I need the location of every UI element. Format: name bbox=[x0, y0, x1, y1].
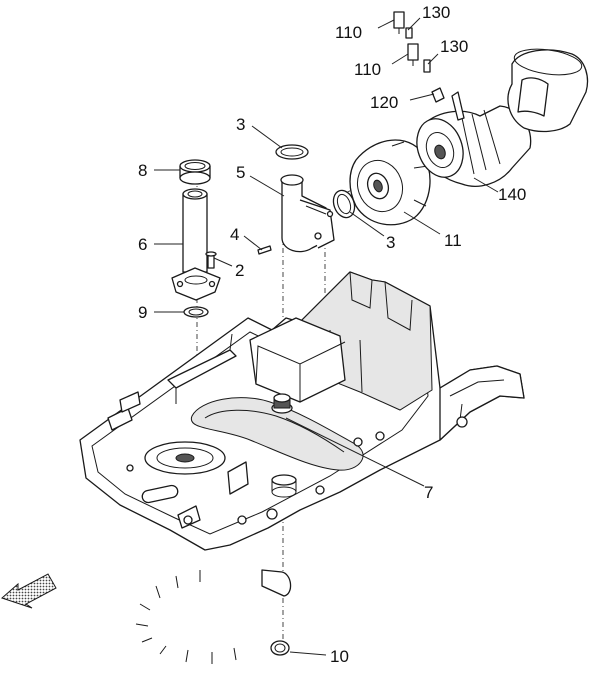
label-140: 140 bbox=[498, 185, 526, 204]
label-6: 6 bbox=[138, 235, 147, 254]
part-labels: 110 130 110 130 120 3 5 8 4 6 2 9 3 11 1… bbox=[138, 3, 526, 666]
label-110-top: 110 bbox=[335, 23, 362, 42]
hose-part-10 bbox=[124, 565, 292, 671]
label-5: 5 bbox=[236, 163, 245, 182]
label-4: 4 bbox=[230, 225, 239, 244]
label-9: 9 bbox=[138, 303, 147, 322]
base-housing bbox=[79, 271, 525, 551]
motor-part-140 bbox=[416, 91, 532, 187]
tube-part-6 bbox=[171, 159, 221, 318]
label-3-mid: 3 bbox=[386, 233, 395, 252]
label-130-top: 130 bbox=[422, 3, 450, 22]
label-3-top: 3 bbox=[236, 115, 245, 134]
connectors-110-130-120 bbox=[393, 11, 445, 103]
direction-arrow-icon bbox=[1, 573, 57, 609]
label-7: 7 bbox=[424, 483, 433, 502]
elbow-part-5 bbox=[257, 144, 335, 255]
label-8: 8 bbox=[138, 161, 147, 180]
sleeve-part bbox=[507, 48, 589, 133]
fan-housing-part-11 bbox=[332, 139, 431, 226]
label-11: 11 bbox=[444, 231, 462, 250]
label-130-mid: 130 bbox=[440, 37, 468, 56]
label-120: 120 bbox=[370, 93, 398, 112]
label-110-mid: 110 bbox=[354, 60, 381, 79]
leader-lines bbox=[154, 17, 499, 656]
label-10: 10 bbox=[330, 647, 349, 666]
label-2: 2 bbox=[235, 261, 244, 280]
